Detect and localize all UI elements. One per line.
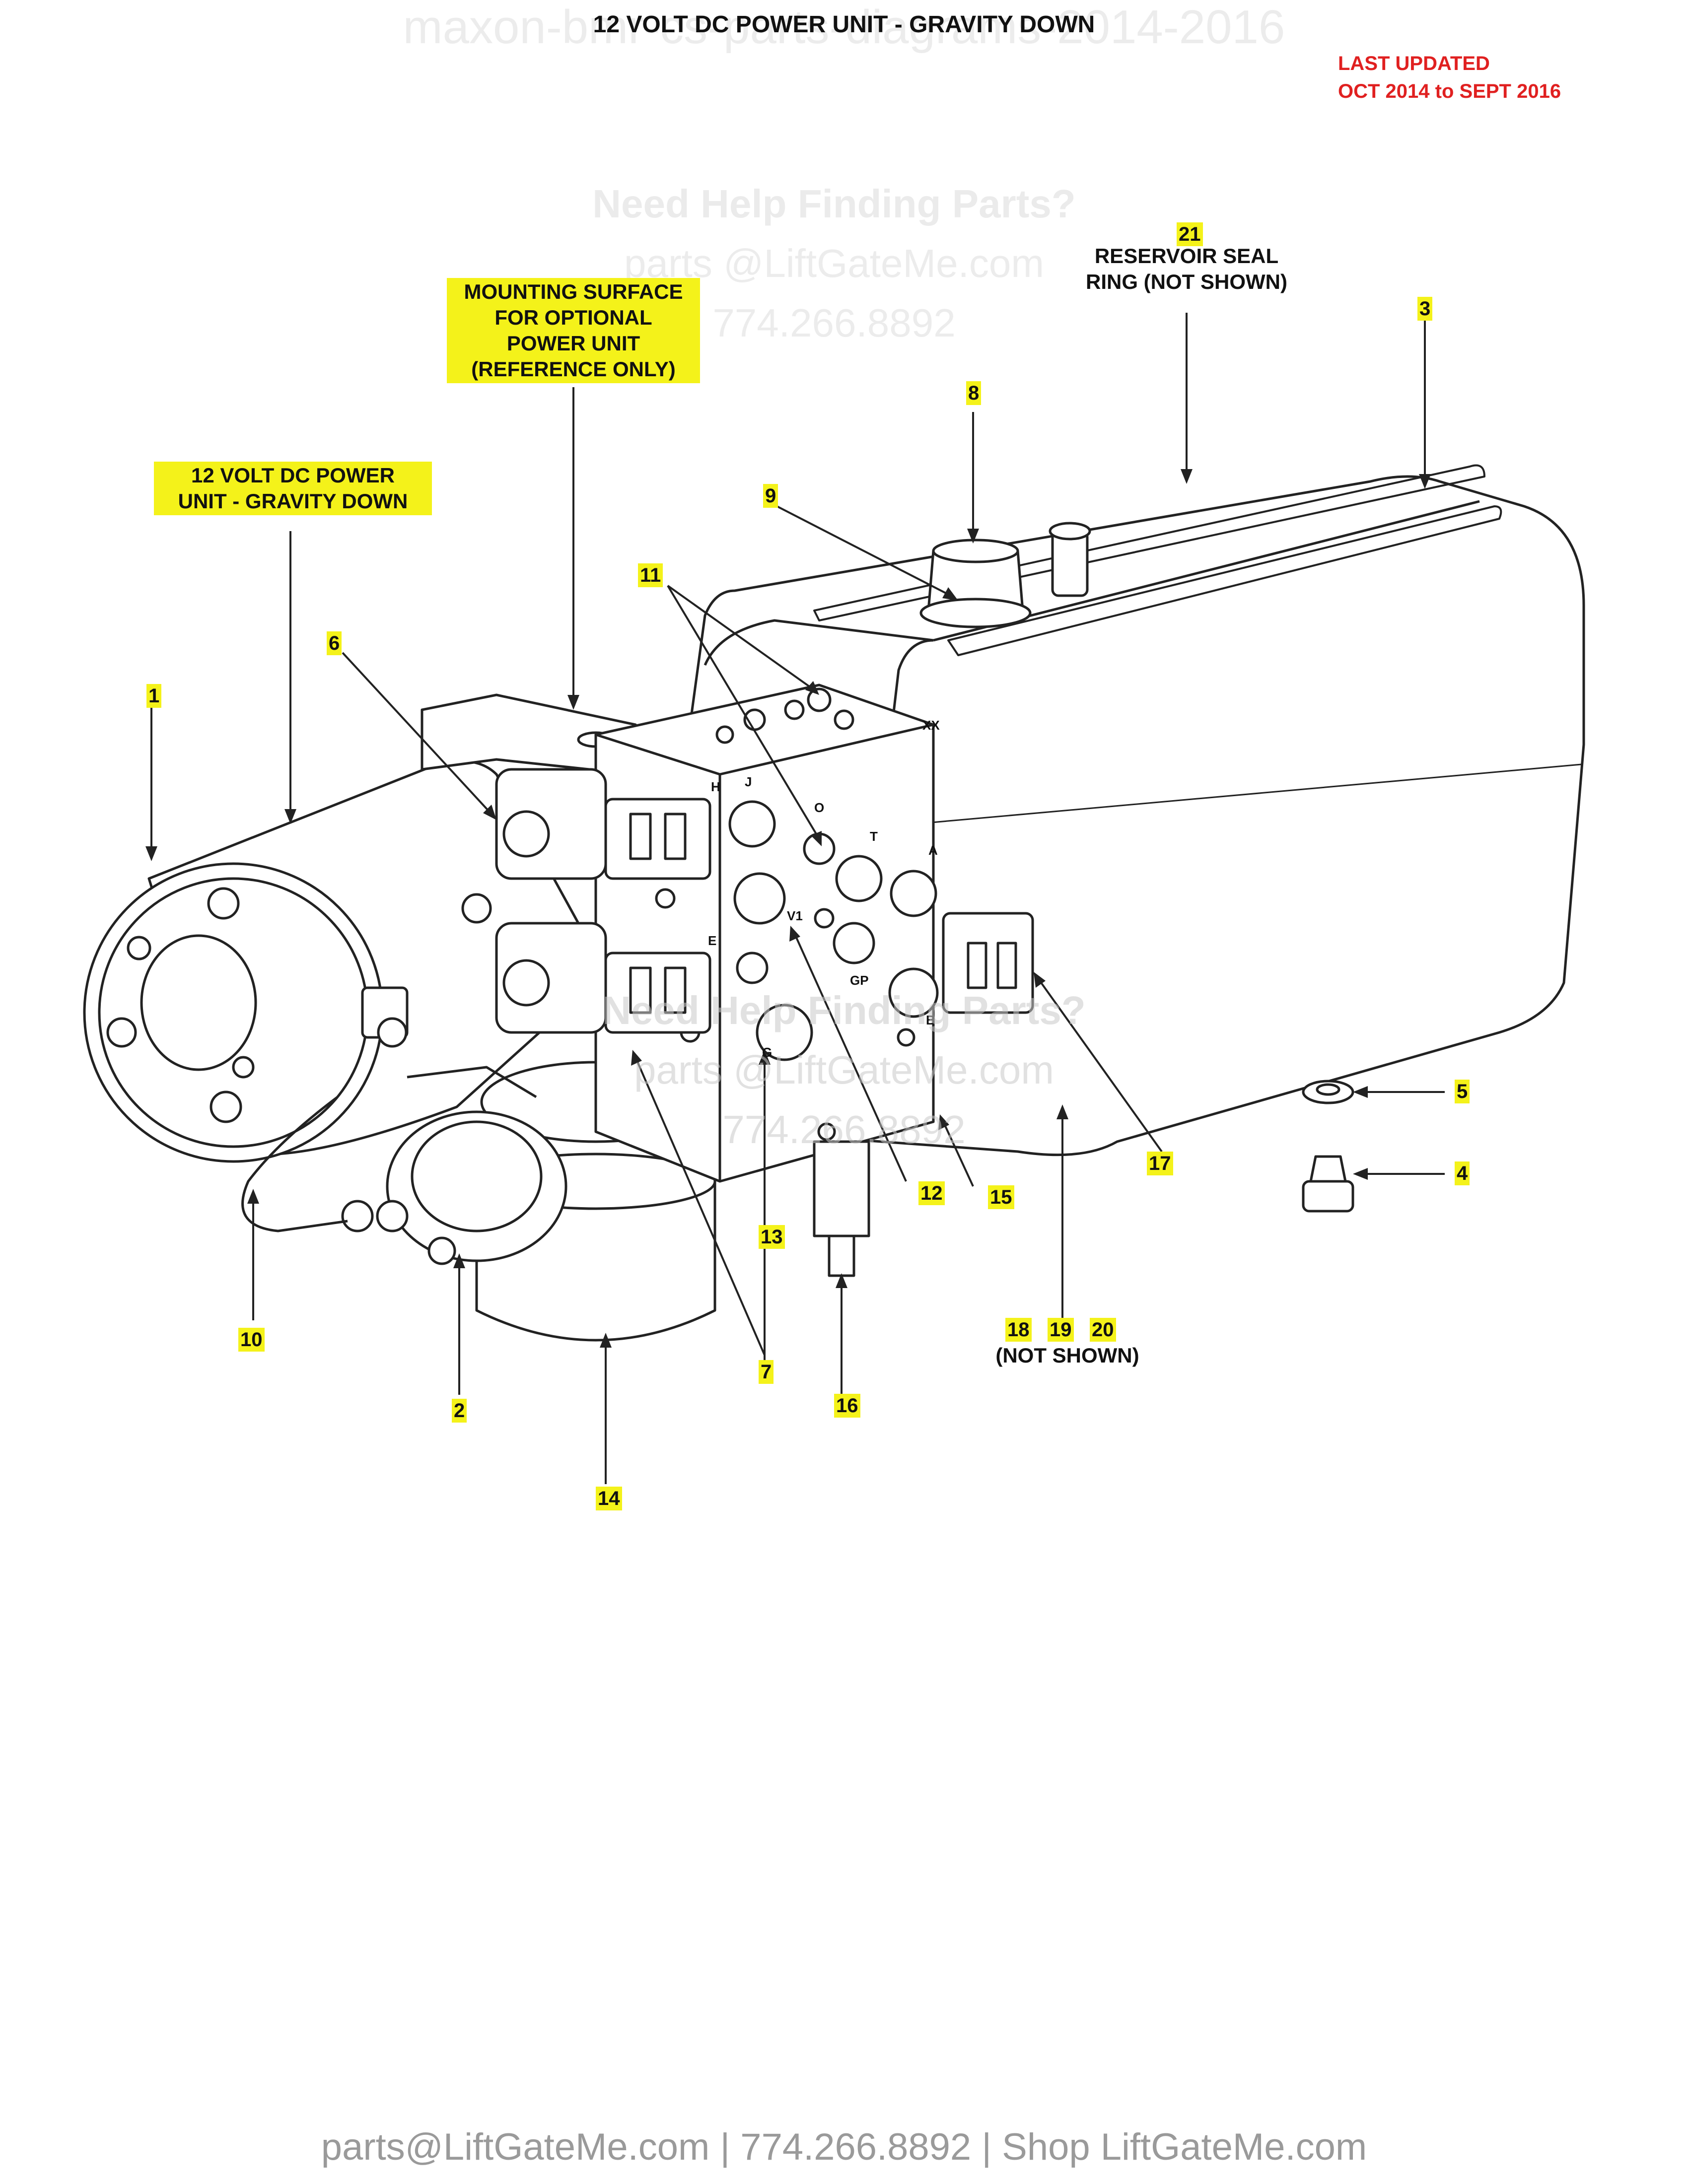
part-number-1: 1	[146, 684, 162, 708]
port-a	[890, 870, 937, 917]
callout-power-unit-line1: 12 VOLT DC POWER	[191, 464, 395, 487]
port-letter-gp: GP	[850, 973, 869, 988]
port-letter-a: A	[928, 843, 938, 858]
port-letter-j: J	[745, 774, 752, 789]
part-number-18: 18	[1005, 1318, 1032, 1342]
part-number-21: 21	[1177, 222, 1203, 246]
reservoir-front-face	[887, 639, 934, 1112]
port-e	[736, 952, 769, 984]
port-gp	[833, 922, 875, 964]
part-number-5: 5	[1455, 1080, 1470, 1103]
callout-reservoir-seal-line2: RING (NOT SHOWN)	[1086, 270, 1287, 293]
callout-mounting-surface-line2: FOR OPTIONAL	[494, 306, 652, 329]
port-letter-e: E	[708, 933, 717, 948]
motor-cable	[241, 1096, 348, 1232]
part-number-19: 19	[1048, 1318, 1074, 1342]
callout-reservoir-seal-line1: RESERVOIR SEAL	[1094, 244, 1279, 268]
watermark-help-mid: Need Help Finding Parts?	[602, 988, 1086, 1032]
port-letter-xx: XX	[922, 718, 940, 733]
breather-fitting	[1051, 530, 1089, 597]
part-number-16: 16	[834, 1394, 860, 1418]
part-number-13: 13	[759, 1225, 785, 1249]
watermark-help-top: Need Help Finding Parts?	[592, 182, 1076, 226]
port-letter-h: H	[711, 779, 720, 794]
valve-cartridge	[813, 1140, 870, 1237]
page-title: 12 VOLT DC POWER UNIT - GRAVITY DOWN	[593, 11, 1095, 38]
part-number-7: 7	[759, 1360, 774, 1384]
callout-mounting-surface: MOUNTING SURFACE FOR OPTIONAL POWER UNIT…	[447, 278, 700, 383]
port-t	[835, 855, 883, 902]
callout-not-shown: (NOT SHOWN)	[995, 1344, 1139, 1367]
part-number-2: 2	[452, 1399, 467, 1423]
port-letter-b: B	[926, 1013, 935, 1027]
last-updated-line1: LAST UPDATED	[1338, 53, 1490, 74]
port-letter-g: G	[762, 1045, 773, 1060]
port-v1	[733, 872, 786, 925]
part-number-6: 6	[327, 631, 342, 655]
part-number-11: 11	[638, 563, 663, 587]
callout-mounting-surface-line4: (REFERENCE ONLY)	[471, 357, 676, 381]
part-number-12: 12	[918, 1181, 945, 1205]
part-number-10: 10	[238, 1328, 265, 1352]
callout-power-unit-line2: UNIT - GRAVITY DOWN	[178, 489, 408, 513]
part-number-20: 20	[1090, 1318, 1116, 1342]
watermark-phone-mid: 774.266.8892	[722, 1107, 966, 1152]
watermark-top: maxon-bmr-cs-parts-diagrams-2014-2016	[403, 0, 1285, 54]
footer-contact: parts@LiftGateMe.com | 774.266.8892 | Sh…	[321, 2126, 1367, 2168]
watermark-email-mid: parts @LiftGateMe.com	[634, 1048, 1054, 1092]
part-number-8: 8	[966, 381, 982, 405]
last-updated-line2: OCT 2014 to SEPT 2016	[1338, 80, 1561, 102]
part-number-17: 17	[1147, 1152, 1173, 1175]
part-number-15: 15	[988, 1185, 1014, 1209]
port-letter-t: T	[870, 829, 878, 844]
part-number-4: 4	[1455, 1161, 1470, 1185]
part-number-14: 14	[596, 1487, 622, 1510]
part-number-9: 9	[763, 484, 778, 508]
callout-mounting-surface-line3: POWER UNIT	[506, 332, 640, 355]
port-b	[888, 967, 939, 1018]
part-number-3: 3	[1417, 297, 1433, 321]
callout-mounting-surface-line1: MOUNTING SURFACE	[464, 280, 683, 303]
port-j	[728, 800, 776, 848]
callout-power-unit: 12 VOLT DC POWER UNIT - GRAVITY DOWN	[154, 462, 432, 515]
callout-reservoir-seal: RESERVOIR SEAL RING (NOT SHOWN)	[1067, 243, 1306, 295]
drain-plug	[1309, 1155, 1347, 1183]
port-letter-o: O	[814, 800, 825, 815]
last-updated-label: LAST UPDATED OCT 2014 to SEPT 2016	[1338, 50, 1561, 105]
port-g	[756, 1004, 813, 1061]
starter-solenoid	[386, 1110, 567, 1262]
watermark-phone-top: 774.266.8892	[712, 301, 956, 345]
port-letter-v1: V1	[787, 908, 803, 923]
